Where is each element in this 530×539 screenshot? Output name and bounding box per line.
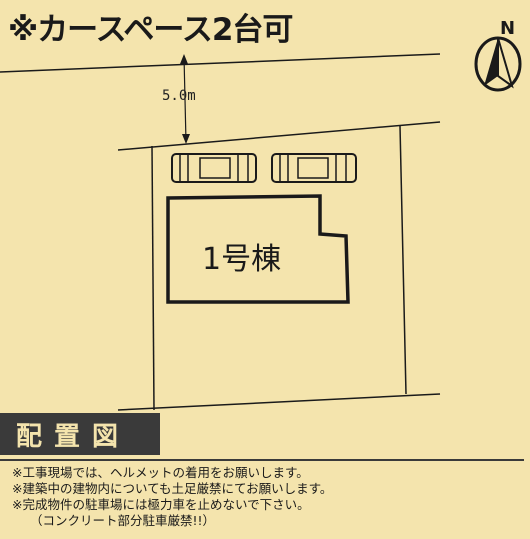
parked-car-1 (171, 153, 257, 183)
building-outline (166, 194, 350, 304)
lot-rear-line (117, 393, 441, 411)
road-boundary-line (0, 53, 441, 73)
building-label: 1号棟 (202, 242, 282, 277)
note-line: ※完成物件の駐車場には極力車を止めないで下さい。 (12, 497, 310, 512)
north-arrow-icon (474, 36, 522, 92)
site-plan-drawing (0, 53, 441, 411)
note-line: （コンクリート部分駐車厳禁!!） (30, 513, 216, 528)
legend-label: 配置図 (16, 422, 131, 452)
notes-panel: ※工事現場では、ヘルメットの着用をお願いします。 ※建築中の建物内についても土足… (0, 459, 524, 539)
lot-front-line (117, 121, 441, 151)
lot-right-line (399, 125, 407, 395)
setback-dimension-label: 5.0m (162, 88, 196, 104)
setback-dimension-arrow (180, 54, 190, 144)
note-line: ※建築中の建物内についても土足厳禁にてお願いします。 (12, 481, 333, 496)
note-line: ※工事現場では、ヘルメットの着用をお願いします。 (12, 465, 309, 480)
page-title: ※カースペース2台可 (8, 12, 293, 48)
legend-tag (0, 413, 160, 455)
lot-left-line (151, 145, 155, 411)
parked-car-2 (271, 153, 357, 183)
compass-north-label: N (500, 18, 516, 39)
